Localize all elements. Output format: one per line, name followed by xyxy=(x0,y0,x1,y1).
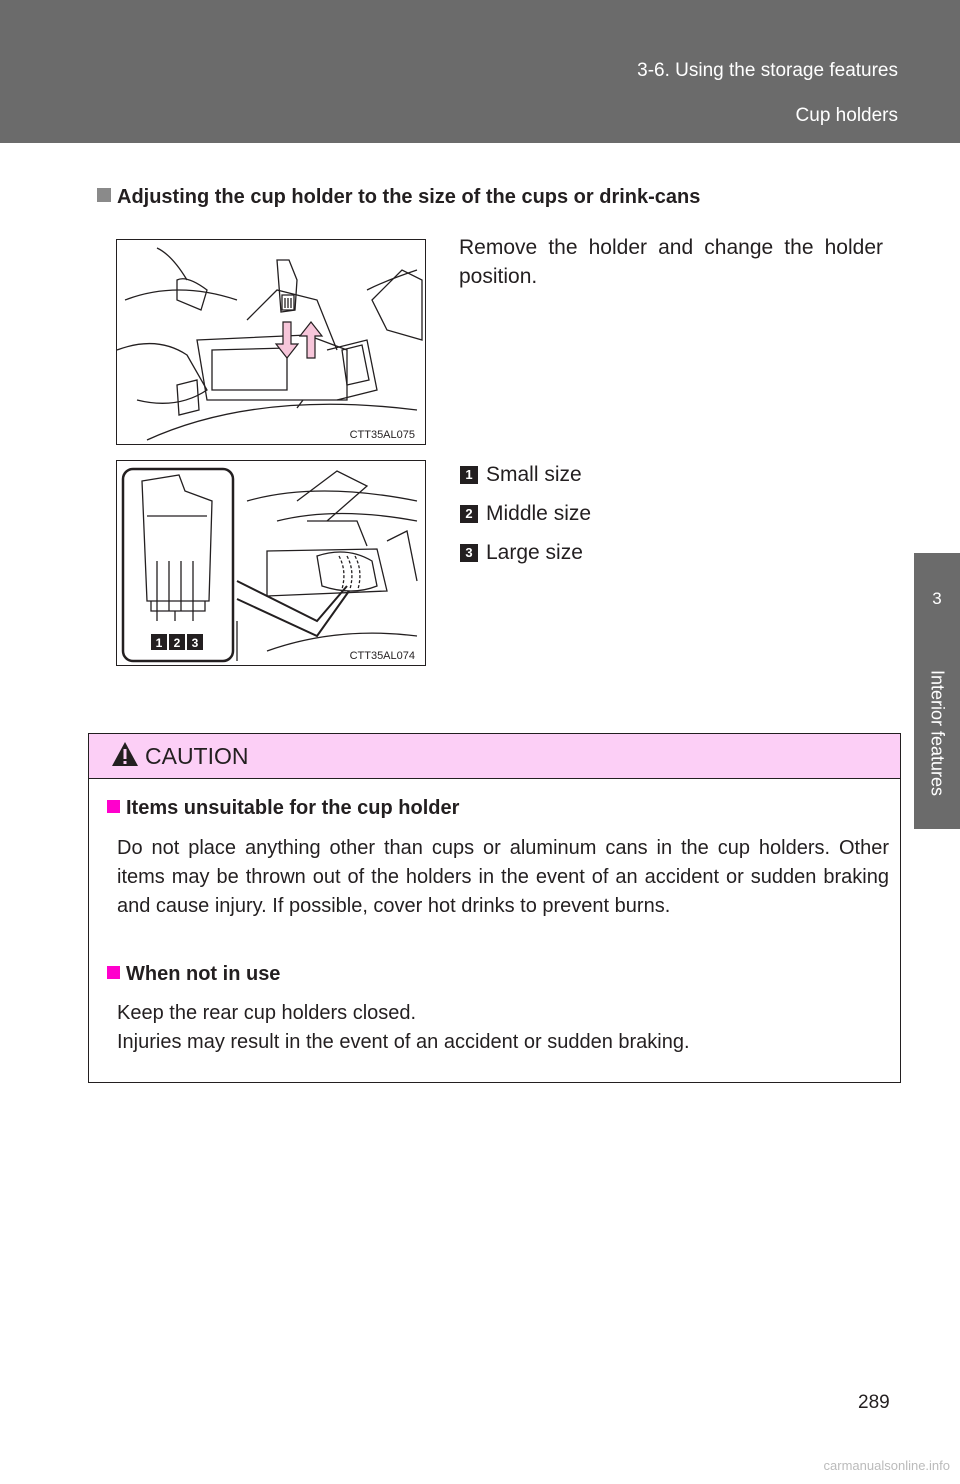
square-bullet-icon xyxy=(97,188,111,202)
caution-paragraph: Do not place anything other than cups or… xyxy=(117,837,889,917)
diagram-label-3: 3 xyxy=(192,636,199,650)
watermark: carmanualsonline.info xyxy=(823,1458,950,1473)
caution-title: CAUTION xyxy=(145,743,249,769)
figure-remove-holder: CTT35AL075 xyxy=(116,239,426,445)
caution-subheading-text: Items unsuitable for the cup holder xyxy=(126,797,460,819)
subsection-title: Cup holders xyxy=(795,105,898,126)
caution-header: CAUTION xyxy=(89,734,900,779)
diagram-label-1: 1 xyxy=(156,636,163,650)
number-badge: 3 xyxy=(460,543,478,562)
chapter-tab[interactable]: 3 Interior features xyxy=(914,553,960,829)
legend-item: 3 Large size xyxy=(460,533,591,572)
heading-text: Adjusting the cup holder to the size of … xyxy=(117,186,701,208)
diagram-label-2: 2 xyxy=(174,636,181,650)
figure-holder-positions: 1 2 3 CTT35AL074 xyxy=(116,460,426,666)
page-number: 289 xyxy=(858,1392,890,1413)
legend-label: Large size xyxy=(486,540,583,564)
size-legend: 1 Small size 2 Middle size 3 Large size xyxy=(460,455,591,572)
caution-box: CAUTION Items unsuitable for the cup hol… xyxy=(88,733,901,1083)
caution-subheading: Items unsuitable for the cup holder xyxy=(107,797,459,820)
caution-paragraph: Keep the rear cup holders closed. Injuri… xyxy=(117,999,889,1057)
legend-item: 1 Small size xyxy=(460,455,591,494)
warning-icon xyxy=(112,742,138,766)
chapter-number: 3 xyxy=(932,589,942,608)
caution-line: Injuries may result in the event of an a… xyxy=(117,1031,690,1053)
chapter-label: Interior features xyxy=(927,669,948,797)
number-badge: 1 xyxy=(460,465,478,484)
section-title: 3-6. Using the storage features xyxy=(637,60,898,81)
chapter-label-wrap: Interior features xyxy=(926,643,948,823)
caution-subheading-text: When not in use xyxy=(126,963,281,985)
square-bullet-icon xyxy=(107,966,120,979)
page-header: 3-6. Using the storage features Cup hold… xyxy=(0,0,960,143)
number-badge: 2 xyxy=(460,504,478,523)
section-heading: Adjusting the cup holder to the size of … xyxy=(97,186,700,209)
caution-line: Keep the rear cup holders closed. xyxy=(117,1002,417,1024)
legend-item: 2 Middle size xyxy=(460,494,591,533)
square-bullet-icon xyxy=(107,800,120,813)
console-illustration-2: 1 2 3 xyxy=(121,467,418,663)
console-illustration-1 xyxy=(117,247,423,441)
legend-label: Middle size xyxy=(486,501,592,525)
legend-label: Small size xyxy=(486,462,582,486)
figure-code: CTT35AL074 xyxy=(347,650,417,662)
instruction-text: Remove the holder and change the holder … xyxy=(459,236,883,288)
caution-subheading: When not in use xyxy=(107,963,280,986)
figure-code: CTT35AL075 xyxy=(347,429,417,441)
